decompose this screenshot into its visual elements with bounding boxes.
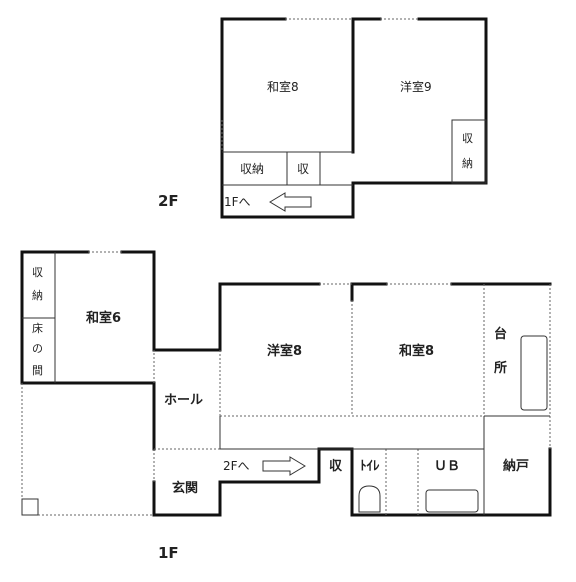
room-label-1f-washitsu6: 和室6 xyxy=(86,310,121,326)
stairs-arrow-icon xyxy=(262,456,306,476)
tokonoma-label-1: 床 xyxy=(32,321,43,335)
room-label-1f-youshitsu8: 洋室8 xyxy=(267,343,302,359)
closet-label-1f-small: 収 xyxy=(329,459,343,474)
second-floor-plan xyxy=(220,17,488,219)
closet-label-2f-right-2: 納 xyxy=(462,157,473,170)
room-label-bath: ＵＢ xyxy=(434,459,460,474)
room-label-hall: ホール xyxy=(164,393,203,408)
room-label-1f-washitsu8: 和室8 xyxy=(399,343,434,359)
floor-label-2f: 2F xyxy=(158,192,179,210)
tokonoma-label-2: の xyxy=(32,342,43,355)
closet-label-2f-right-1: 収 xyxy=(462,132,473,145)
room-label-2f-washitsu8: 和室8 xyxy=(267,79,299,94)
stairs-label-2f: 1Fへ xyxy=(224,195,251,209)
floor-label-1f: 1F xyxy=(158,544,179,562)
column-marker xyxy=(21,498,39,516)
closet-label-2f-small: 収 xyxy=(297,162,309,176)
closet-label-1f-2: 納 xyxy=(32,289,43,302)
toilet-fixture xyxy=(358,485,381,513)
room-label-storage: 納戸 xyxy=(503,458,529,474)
bathtub-fixture xyxy=(425,489,479,513)
first-floor-plan xyxy=(20,250,552,517)
kitchen-counter xyxy=(520,335,548,411)
kitchen-label-1: 台 xyxy=(494,326,507,342)
closet-label-1f-1: 収 xyxy=(32,266,43,279)
stairs-arrow-icon xyxy=(269,192,312,212)
stairs-label-1f: 2Fへ xyxy=(223,459,250,473)
room-label-toilet: ﾄｲﾚ xyxy=(360,459,380,474)
room-label-2f-youshitsu9: 洋室9 xyxy=(400,79,432,94)
room-label-entrance: 玄関 xyxy=(172,480,198,496)
closet-label-2f-left: 収納 xyxy=(240,162,264,176)
kitchen-label-2: 所 xyxy=(494,360,507,376)
tokonoma-label-3: 間 xyxy=(32,364,43,377)
